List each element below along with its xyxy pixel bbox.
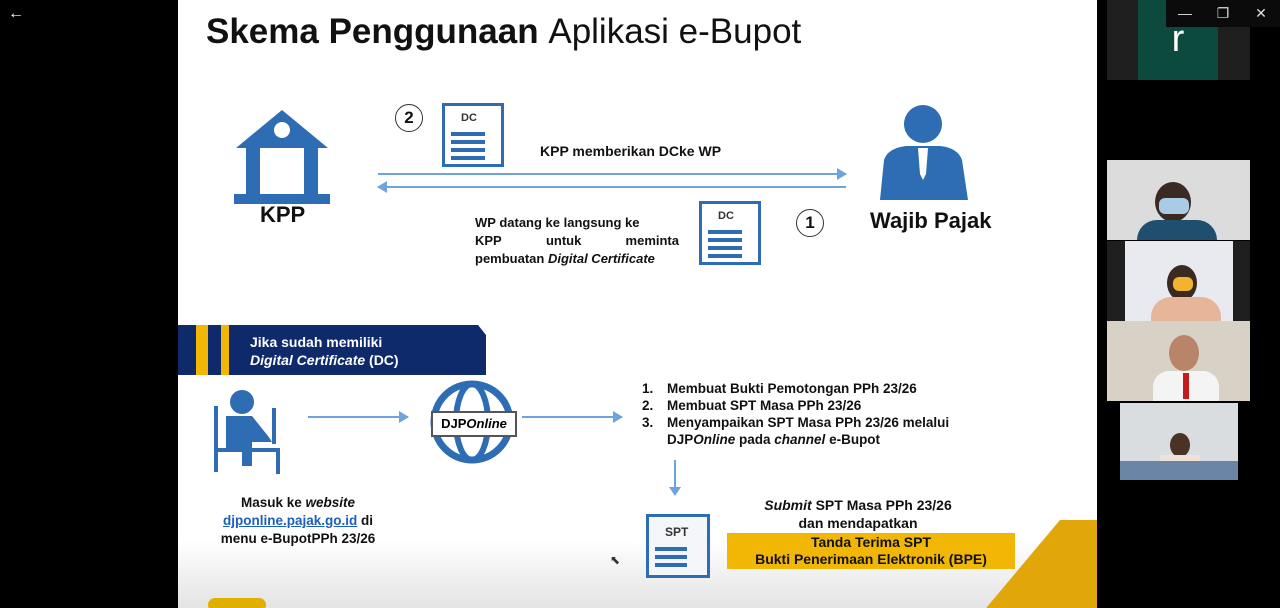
digital-certificate-doc-icon: DC bbox=[699, 201, 761, 265]
spt-document-icon: SPT bbox=[646, 514, 710, 578]
restore-button[interactable]: ❐ bbox=[1216, 5, 1230, 21]
kpp-gives-dc-text: KPP memberikan DCke WP bbox=[540, 143, 722, 159]
taxpayer-person-icon bbox=[880, 105, 968, 200]
arrow-down bbox=[669, 460, 681, 496]
window-controls: — ❐ ✕ bbox=[1166, 0, 1280, 27]
step-item: 3.Menyampaikan SPT Masa PPh 23/26 melalu… bbox=[642, 415, 950, 430]
participant-video[interactable] bbox=[1107, 160, 1250, 240]
arrow-right bbox=[308, 411, 409, 423]
logo-partial bbox=[208, 598, 266, 608]
participant-video[interactable] bbox=[1120, 403, 1238, 480]
shared-screen-slide: Skema Penggunaan Aplikasi e-Bupot KPP Wa… bbox=[178, 0, 1097, 608]
government-building-icon bbox=[234, 110, 330, 204]
step-item: 2.Membuat SPT Masa PPh 23/26 bbox=[642, 398, 862, 413]
mouse-cursor-icon: ⬉ bbox=[610, 553, 621, 567]
arrow-left bbox=[377, 181, 846, 193]
wajib-pajak-label: Wajib Pajak bbox=[870, 208, 992, 233]
back-button[interactable]: ← bbox=[8, 5, 24, 22]
kpp-label: KPP bbox=[260, 202, 306, 227]
djponline-link[interactable]: djponline.pajak.go.id bbox=[222, 513, 358, 528]
login-instructions: Masuk ke website djponline.pajak.go.id d… bbox=[220, 495, 376, 546]
steps-list: 1.Membuat Bukti Pemotongan PPh 23/26 2.M… bbox=[642, 381, 950, 447]
minimize-button[interactable]: — bbox=[1178, 5, 1192, 21]
close-button[interactable]: ✕ bbox=[1255, 5, 1267, 21]
step-1-badge: 1 bbox=[796, 209, 824, 237]
djp-online-label: DJPOnline bbox=[431, 411, 517, 437]
participant-video[interactable] bbox=[1107, 241, 1250, 321]
slide-title: Skema Penggunaan Aplikasi e-Bupot bbox=[206, 12, 801, 52]
participant-video[interactable] bbox=[1107, 321, 1250, 401]
arrow-right bbox=[378, 168, 847, 180]
step-item: 1.Membuat Bukti Pemotongan PPh 23/26 bbox=[642, 381, 917, 396]
title-bold: Skema Penggunaan bbox=[206, 12, 539, 51]
person-at-computer-icon bbox=[214, 390, 280, 474]
digital-certificate-doc-icon: DC bbox=[442, 103, 504, 167]
arrow-right bbox=[522, 411, 623, 423]
title-regular: Aplikasi e-Bupot bbox=[548, 12, 802, 51]
step-2-badge: 2 bbox=[395, 104, 423, 132]
